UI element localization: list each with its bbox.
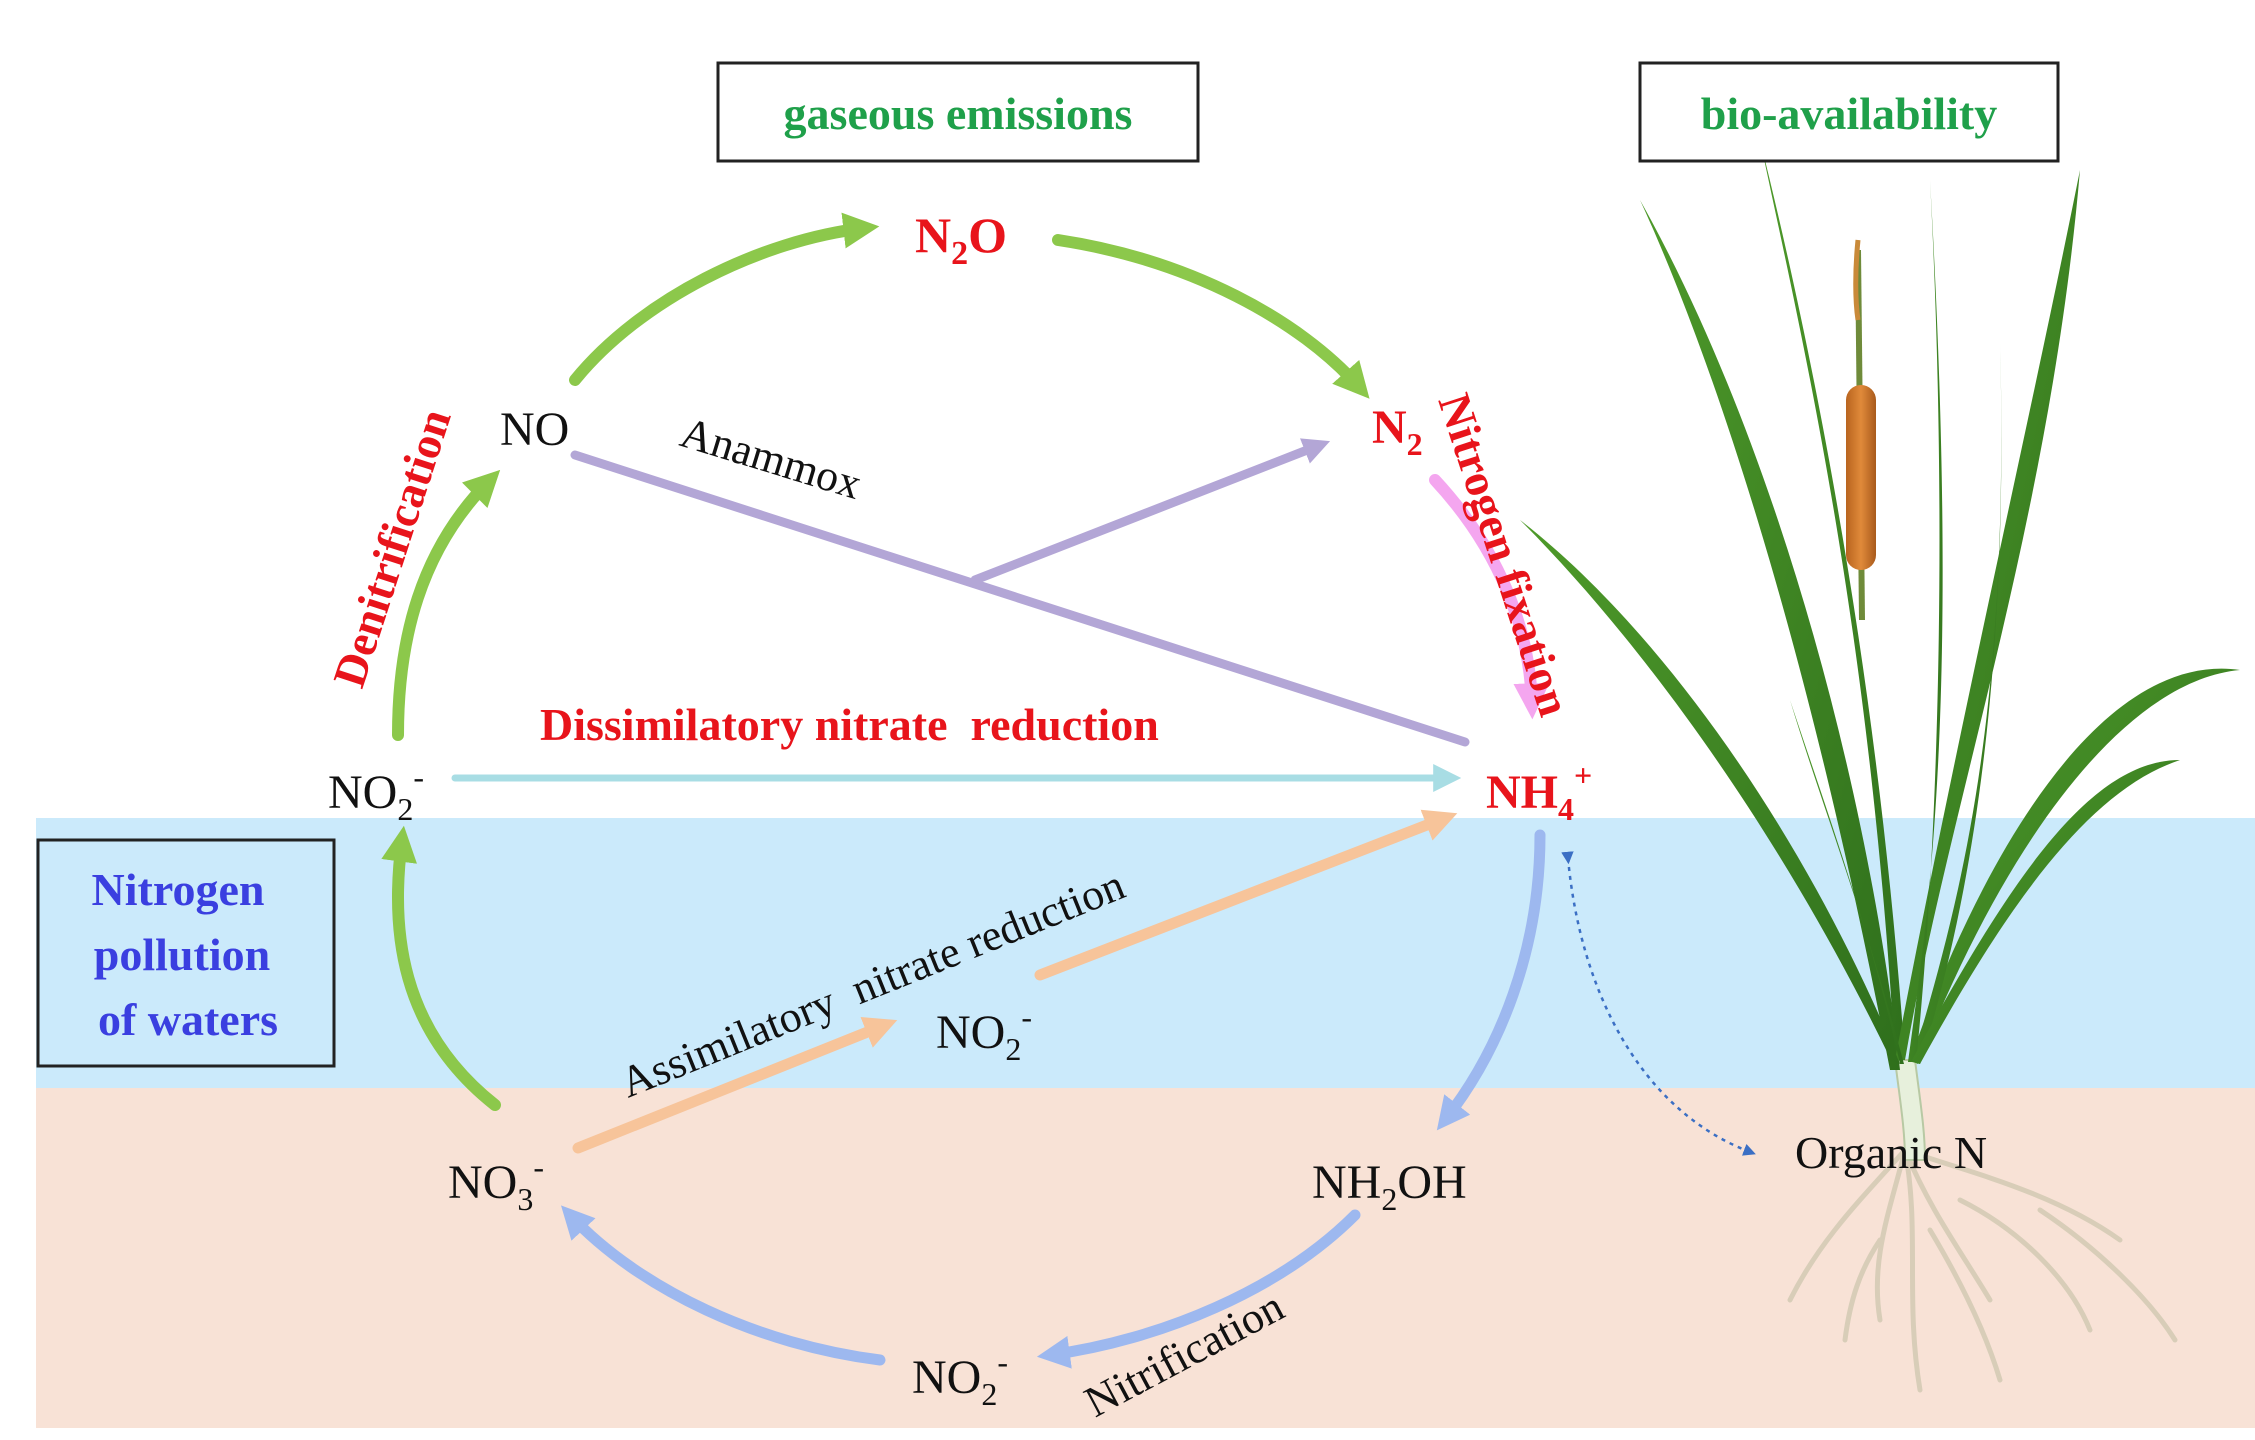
- gaseous-emissions-label: gaseous emissions: [784, 88, 1133, 139]
- species-n2o: N2O: [915, 207, 1007, 272]
- arrow-no3-to-no2: [381, 825, 501, 1111]
- species-nh4: NH4+: [1486, 757, 1592, 827]
- species-no2-left: NO2-: [328, 759, 424, 827]
- pollution-line-3: of waters: [98, 994, 278, 1045]
- arrow-n2-to-nh4: [1429, 474, 1550, 720]
- pollution-line-2: pollution: [94, 929, 270, 980]
- species-organic-n: Organic N: [1795, 1127, 1987, 1178]
- bio-availability-label: bio-availability: [1701, 88, 1997, 139]
- species-no: NO: [500, 403, 569, 456]
- arrow-no3-to-no2-mid: [572, 1017, 898, 1154]
- bio-availability-box: bio-availability: [1638, 61, 2060, 163]
- species-no2-mid: NO2-: [936, 999, 1032, 1067]
- arrow-nh4-to-nh2oh: [1436, 829, 1546, 1131]
- arrow-no-to-n2o: [569, 212, 880, 386]
- species-n2: N2: [1372, 401, 1423, 462]
- arrow-nh4-organic-n: [1561, 851, 1756, 1156]
- arrow-anammox-to-n2: [970, 438, 1331, 585]
- pollution-line-1: Nitrogen: [92, 864, 265, 915]
- process-dissimilatory: Dissimilatory nitrate reduction: [540, 699, 1159, 750]
- arrow-no2-to-no: [392, 469, 501, 741]
- cattail-plant-illustration: [1520, 140, 2240, 1393]
- nitrogen-pollution-box: Nitrogen pollution of waters: [36, 838, 336, 1068]
- arrow-anammox-no-to-nh4: [570, 450, 1470, 747]
- arrow-no2-mid-to-nh4: [1034, 809, 1458, 981]
- species-no2-bottom: NO2-: [912, 1344, 1008, 1412]
- soil-band: [36, 1088, 2255, 1428]
- gaseous-emissions-box: gaseous emissions: [716, 61, 1200, 163]
- species-no3: NO3-: [448, 1149, 544, 1217]
- arrow-no2-bottom-to-no3: [560, 1205, 886, 1366]
- species-nh2oh: NH2OH: [1312, 1156, 1467, 1217]
- arrow-n2o-to-n2: [1052, 234, 1370, 399]
- arrow-nh2oh-to-no2-bottom: [1036, 1209, 1361, 1369]
